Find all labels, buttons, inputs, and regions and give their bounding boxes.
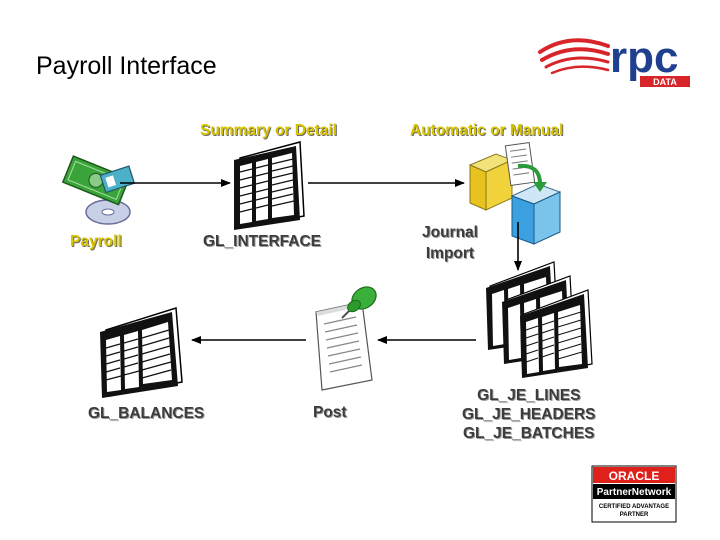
label-gl-balances: GL_BALANCES: [88, 405, 205, 422]
table-document-icon: [234, 141, 305, 230]
label-gl-interface: GL_INTERFACE: [203, 233, 321, 250]
rpc-logo-text: rpc: [610, 33, 678, 82]
label-gl-je-batches: GL_JE_BATCHES: [463, 425, 595, 442]
table-document-icon: [100, 307, 183, 398]
label-journal-import-line1: Journal: [422, 224, 478, 241]
oracle-badge-line4: PARTNER: [620, 512, 649, 518]
pinned-document-icon: [315, 286, 377, 391]
rpc-data-bar: [640, 76, 690, 87]
label-journal-import-line2: Import: [425, 245, 475, 262]
cube-transfer-icon: [468, 141, 562, 245]
money-and-disc-icon: [61, 155, 136, 225]
slide-title: Payroll Interface: [36, 52, 217, 80]
label-gl-je-tables: GL_JE_LINES GL_JE_HEADERS GL_JE_BATCHES: [462, 386, 596, 443]
rpc-logo-sub: DATA: [653, 77, 677, 87]
label-journal-import: Journal Import: [422, 222, 478, 264]
swoosh-icon: [538, 38, 610, 75]
label-payroll: Payroll: [70, 233, 122, 250]
oracle-badge-line1: ORACLE: [609, 469, 660, 483]
label-post: Post: [313, 404, 347, 421]
oracle-badge-line2: PartnerNetwork: [597, 487, 672, 498]
label-gl-je-lines: GL_JE_LINES: [477, 387, 581, 404]
oracle-partner-badge: ORACLE PartnerNetwork CERTIFIED ADVANTAG…: [591, 465, 677, 523]
oracle-badge-line3: CERTIFIED ADVANTAGE: [599, 504, 669, 510]
rpc-data-logo: rpc DATA: [538, 33, 690, 87]
label-summary-or-detail: Summary or Detail: [200, 122, 337, 139]
stacked-table-documents-icon: [486, 261, 593, 378]
label-automatic-or-manual: Automatic or Manual: [410, 122, 564, 139]
label-gl-je-headers: GL_JE_HEADERS: [462, 406, 596, 423]
